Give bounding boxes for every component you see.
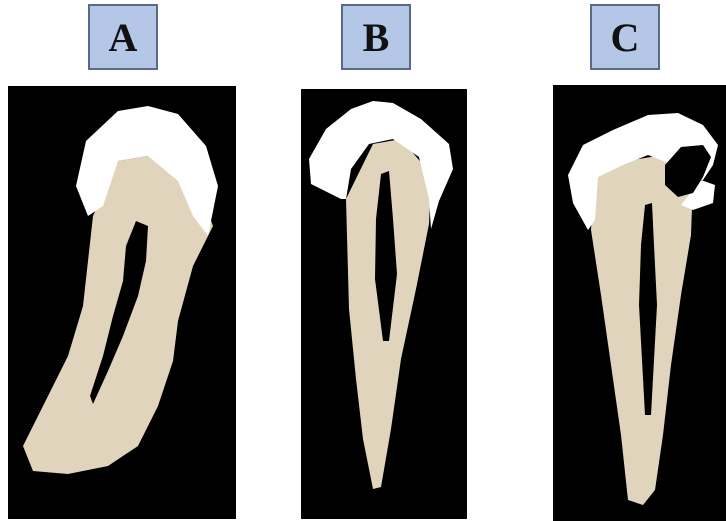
tooth-panel-a [8, 86, 236, 519]
label-b: B [341, 4, 411, 70]
tooth-panel-c [553, 85, 726, 521]
tooth-a-svg [8, 86, 236, 519]
label-c: C [590, 4, 660, 70]
tooth-b-svg [301, 89, 467, 519]
tooth-panel-b [301, 89, 467, 519]
tooth-c-svg [553, 85, 726, 521]
label-a: A [88, 4, 158, 70]
